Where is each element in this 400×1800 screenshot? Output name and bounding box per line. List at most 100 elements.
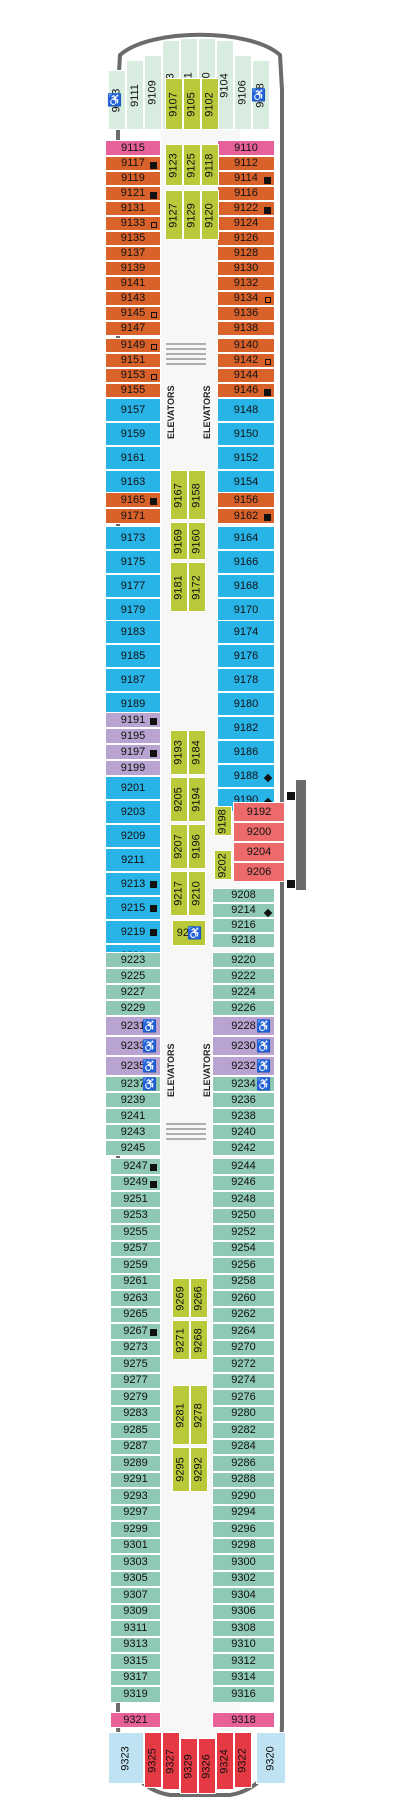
cabin-9170[interactable]: 9170 [217,598,275,622]
cabin-9231[interactable]: 9231♿ [105,1016,161,1036]
cabin-9169[interactable]: 9169 [170,522,188,560]
cabin-9144[interactable]: 9144 [217,368,275,383]
cabin-9240[interactable]: 9240 [212,1124,275,1140]
cabin-9193[interactable]: 9193 [170,730,188,775]
cabin-9322[interactable]: 9322 [234,1732,252,1788]
cabin-9262[interactable]: 9262 [212,1306,275,1323]
cabin-9182[interactable]: 9182 [217,716,275,740]
cabin-9105[interactable]: 9105 [183,78,201,130]
cabin-9172[interactable]: 9172 [188,562,206,612]
cabin-9230[interactable]: 9230♿ [212,1036,275,1056]
cabin-9319[interactable]: 9319 [110,1686,161,1703]
cabin-9303[interactable]: 9303 [110,1554,161,1571]
cabin-9326[interactable]: 9326 [198,1738,216,1794]
cabin-9232[interactable]: 9232♿ [212,1056,275,1076]
cabin-9304[interactable]: 9304 [212,1587,275,1604]
cabin-9112[interactable]: 9112 [217,156,275,171]
cabin-9198[interactable]: 9198 [214,806,232,836]
cabin-9214[interactable]: 9214 [212,903,275,918]
cabin-9200[interactable]: 9200 [233,822,285,842]
cabin-9128[interactable]: 9128 [217,246,275,261]
cabin-9274[interactable]: 9274 [212,1372,275,1389]
cabin-9130[interactable]: 9130 [217,261,275,276]
cabin-9222[interactable]: 9222 [212,968,275,984]
cabin-9316[interactable]: 9316 [212,1686,275,1703]
cabin-9293[interactable]: 9293 [110,1488,161,1505]
cabin-9271[interactable]: 9271 [172,1320,190,1360]
cabin-9256[interactable]: 9256 [212,1257,275,1274]
cabin-9109[interactable]: 9109 [144,55,162,130]
cabin-9310[interactable]: 9310 [212,1636,275,1653]
cabin-9217[interactable]: 9217 [170,871,188,916]
cabin-9285[interactable]: 9285 [110,1422,161,1439]
cabin-9228[interactable]: 9228♿ [212,1016,275,1036]
cabin-9265[interactable]: 9265 [110,1306,161,1323]
cabin-9272[interactable]: 9272 [212,1356,275,1373]
cabin-9154[interactable]: 9154 [217,470,275,494]
cabin-9270[interactable]: 9270 [212,1339,275,1356]
cabin-9204[interactable]: 9204 [233,842,285,862]
cabin-9125[interactable]: 9125 [183,144,201,186]
cabin-9295[interactable]: 9295 [172,1447,190,1492]
cabin-9248[interactable]: 9248 [212,1191,275,1208]
cabin-9244[interactable]: 9244 [212,1158,275,1175]
cabin-9284[interactable]: 9284 [212,1438,275,1455]
cabin-9311[interactable]: 9311 [110,1620,161,1637]
cabin-9118[interactable]: 9118 [201,144,219,186]
cabin-9207[interactable]: 9207 [170,824,188,869]
cabin-9139[interactable]: 9139 [105,261,161,276]
cabin-9227[interactable]: 9227 [105,984,161,1000]
cabin-9208[interactable]: 9208 [212,888,275,903]
cabin-9241[interactable]: 9241 [105,1108,161,1124]
cabin-9206[interactable]: 9206 [233,862,285,882]
cabin-9127[interactable]: 9127 [165,190,183,240]
cabin-9308[interactable]: 9308 [212,1620,275,1637]
cabin-9183[interactable]: 9183 [105,620,161,644]
cabin-9117[interactable]: 9117 [105,156,161,171]
cabin-9312[interactable]: 9312 [212,1653,275,1670]
cabin-9215[interactable]: 9215 [105,896,161,920]
cabin-9201[interactable]: 9201 [105,776,161,800]
cabin-9287[interactable]: 9287 [110,1438,161,1455]
cabin-9318[interactable]: 9318 [212,1712,275,1728]
cabin-9268[interactable]: 9268 [190,1320,208,1360]
cabin-9243[interactable]: 9243 [105,1124,161,1140]
cabin-9234[interactable]: 9234♿ [212,1076,275,1092]
cabin-9146[interactable]: 9146 [217,383,275,398]
cabin-9302[interactable]: 9302 [212,1570,275,1587]
cabin-9194[interactable]: 9194 [188,777,206,822]
cabin-9257[interactable]: 9257 [110,1240,161,1257]
cabin-9134[interactable]: 9134 [217,291,275,306]
cabin-9178[interactable]: 9178 [217,668,275,692]
cabin-9167[interactable]: 9167 [170,470,188,520]
cabin-9219[interactable]: 9219 [105,920,161,944]
cabin-9141[interactable]: 9141 [105,276,161,291]
cabin-9233[interactable]: 9233♿ [105,1036,161,1056]
cabin-9157[interactable]: 9157 [105,398,161,422]
cabin-9224[interactable]: 9224 [212,984,275,1000]
cabin-9110[interactable]: 9110 [217,140,275,156]
cabin-9247[interactable]: 9247 [110,1158,161,1175]
cabin-9283[interactable]: 9283 [110,1405,161,1422]
cabin-9254[interactable]: 9254 [212,1240,275,1257]
cabin-9171[interactable]: 9171 [105,508,161,524]
cabin-9236[interactable]: 9236 [212,1092,275,1108]
cabin-9291[interactable]: 9291 [110,1471,161,1488]
cabin-9180[interactable]: 9180 [217,692,275,716]
cabin-9259[interactable]: 9259 [110,1257,161,1274]
cabin-9136[interactable]: 9136 [217,306,275,321]
cabin-9237[interactable]: 9237♿ [105,1076,161,1092]
cabin-9280[interactable]: 9280 [212,1405,275,1422]
cabin-9288[interactable]: 9288 [212,1471,275,1488]
cabin-9267[interactable]: 9267 [110,1323,161,1340]
cabin-9279[interactable]: 9279 [110,1389,161,1406]
cabin-9199[interactable]: 9199 [105,760,161,776]
cabin-9168[interactable]: 9168 [217,574,275,598]
cabin-9163[interactable]: 9163 [105,470,161,494]
cabin-9156[interactable]: 9156 [217,492,275,508]
cabin-9122[interactable]: 9122 [217,201,275,216]
cabin-9165[interactable]: 9165 [105,492,161,508]
cabin-9131[interactable]: 9131 [105,201,161,216]
cabin-9132[interactable]: 9132 [217,276,275,291]
cabin-9323[interactable]: 9323 [108,1732,144,1784]
